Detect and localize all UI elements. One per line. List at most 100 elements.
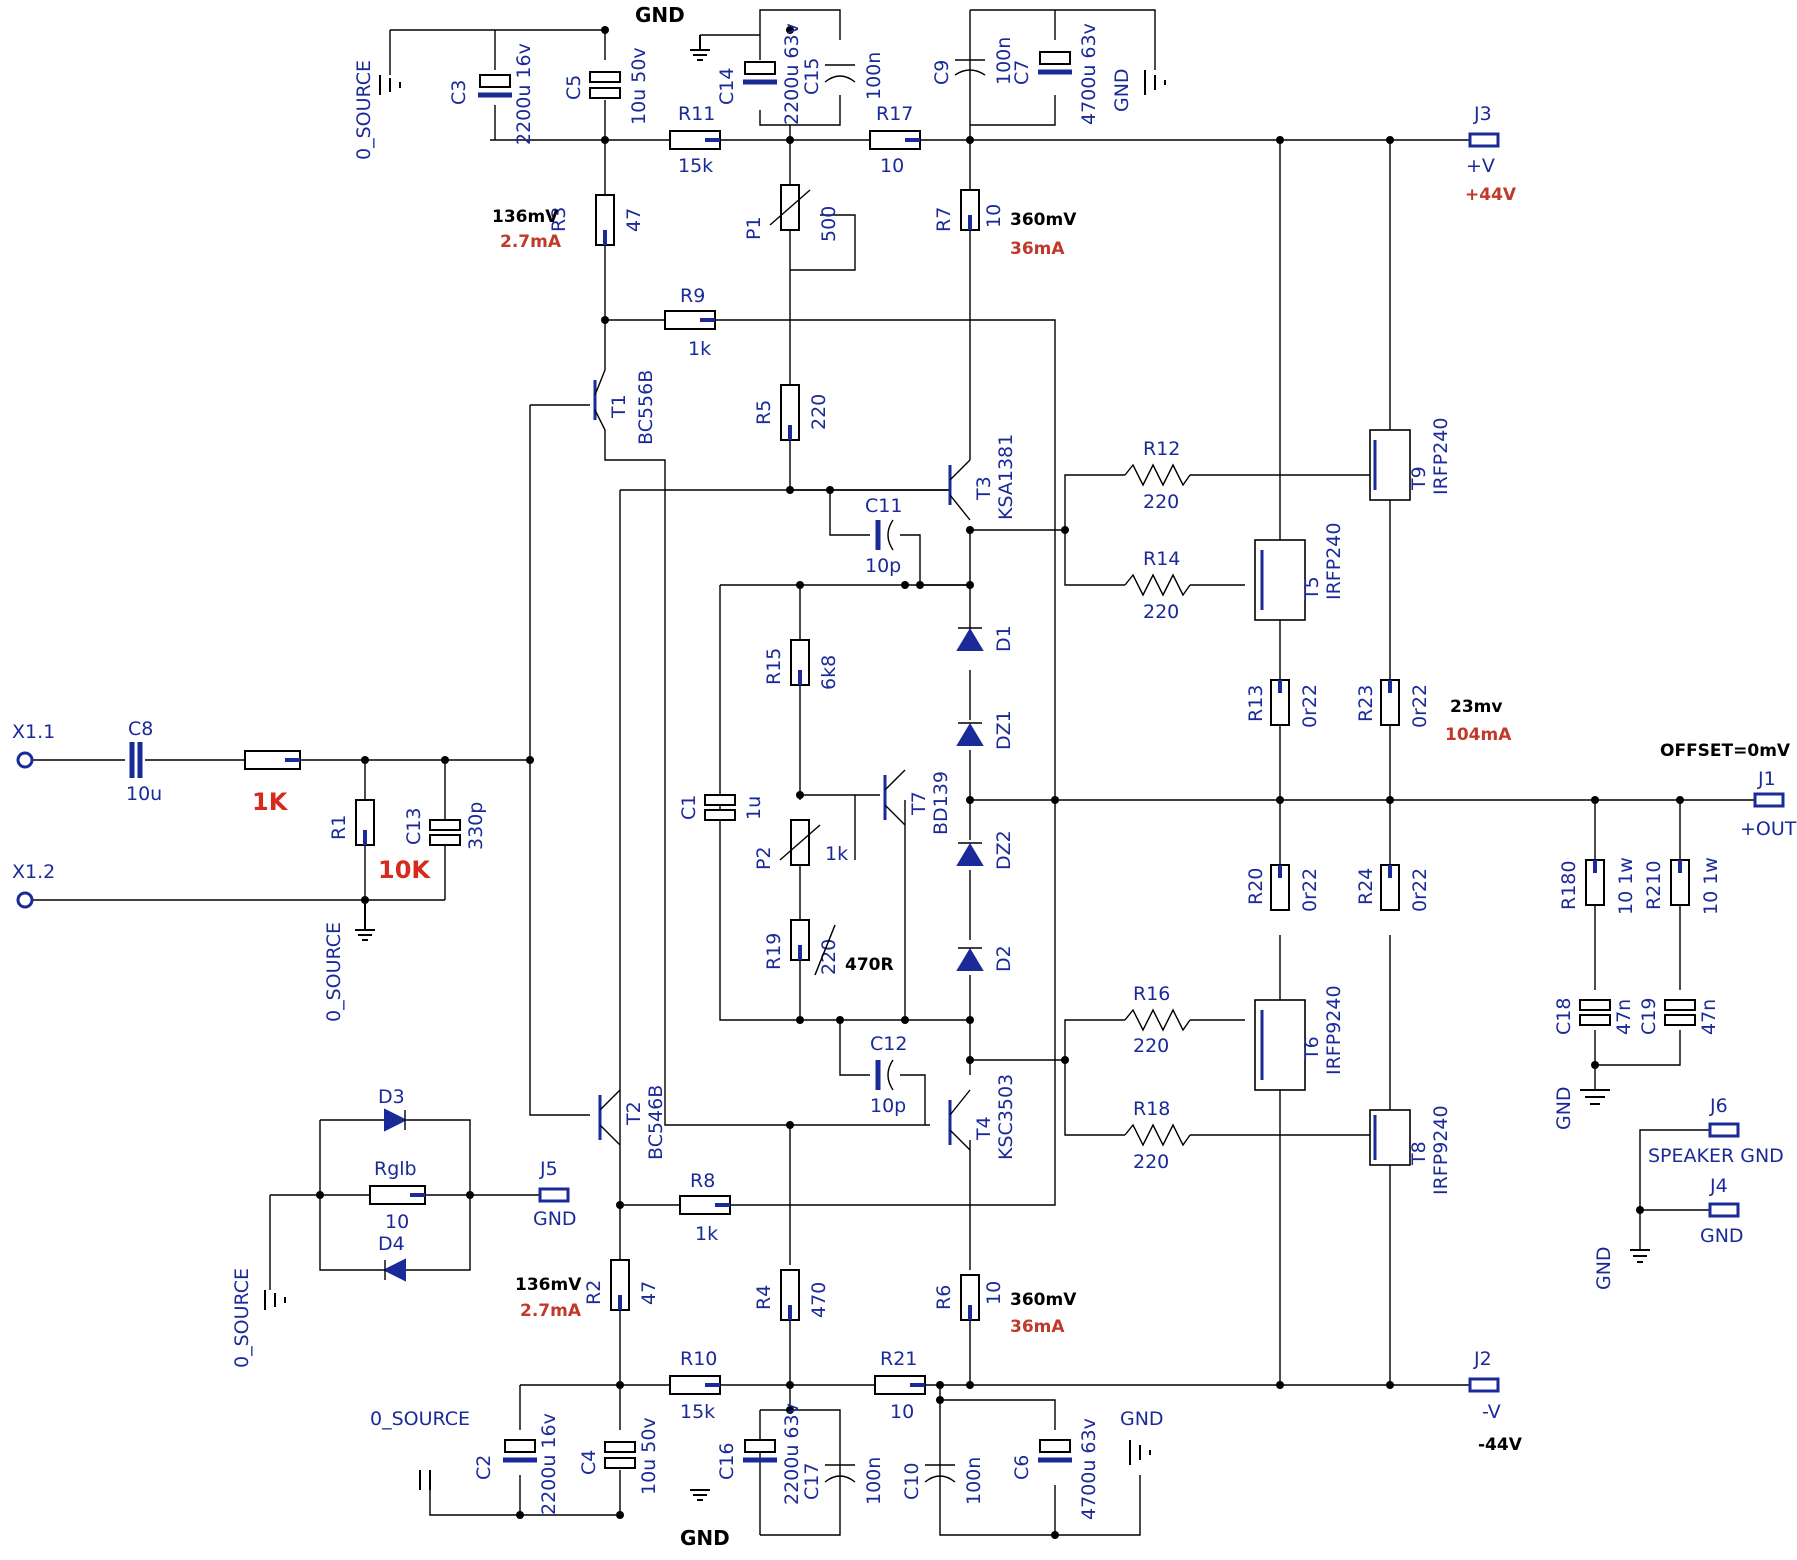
svg-text:R14: R14: [1143, 548, 1180, 570]
resistor-R19: R19 220 470R: [763, 919, 894, 976]
svg-text:1k: 1k: [688, 338, 711, 360]
transistor-T2: T2 BC546B: [598, 1085, 667, 1160]
svg-text:C17: C17: [801, 1463, 823, 1500]
resistor-R20: R20 0r22: [1245, 864, 1321, 912]
resistor-R1: R1 10K: [328, 799, 431, 884]
svg-text:R17: R17: [876, 103, 913, 125]
svg-text:+44V: +44V: [1465, 185, 1517, 205]
svg-text:GND: GND: [533, 1208, 577, 1230]
svg-text:100n: 100n: [993, 37, 1015, 85]
svg-text:10: 10: [880, 155, 904, 177]
capacitor-C19: C19 47n: [1638, 998, 1720, 1035]
svg-text:GND: GND: [1553, 1086, 1575, 1130]
svg-text:2.7mA: 2.7mA: [520, 1301, 582, 1321]
resistor-R16: R16 220: [1124, 983, 1191, 1057]
svg-text:J1: J1: [1757, 768, 1776, 790]
measurement-annotations: 136mV 2.7mA 360mV 36mA 23mv 104mA OFFSET…: [492, 207, 1791, 1337]
transistor-T3: T3 KSA1381: [948, 434, 1017, 521]
svg-text:R23: R23: [1355, 685, 1377, 722]
capacitor-C14: C14 2200u 63v: [716, 23, 803, 125]
net-labels: GND GND GND GND GND GND 0_SOURCE 0_SOURC…: [231, 3, 1615, 1550]
resistor-R17: R17 10: [869, 103, 921, 177]
svg-text:10: 10: [890, 1401, 914, 1423]
svg-text:220: 220: [1143, 601, 1179, 623]
svg-text:T3: T3: [973, 476, 995, 501]
svg-text:D2: D2: [993, 945, 1015, 972]
svg-text:2200u 63v: 2200u 63v: [781, 23, 803, 125]
svg-text:T1: T1: [608, 394, 630, 419]
diode-D4: D4: [378, 1233, 406, 1282]
svg-text:T7: T7: [908, 791, 930, 816]
svg-text:10u: 10u: [126, 783, 162, 805]
svg-text:10K: 10K: [378, 856, 431, 884]
svg-text:2.7mA: 2.7mA: [500, 232, 562, 252]
svg-text:360mV: 360mV: [1010, 210, 1077, 230]
connector-J6: J6 SPEAKER GND: [1648, 1095, 1784, 1167]
svg-text:R10: R10: [680, 1348, 717, 1370]
resistor-R6: R6 10: [933, 1274, 1005, 1321]
svg-text:C13: C13: [403, 808, 425, 845]
resistor-R15: R15 6k8: [763, 639, 840, 690]
svg-text:470: 470: [808, 1282, 830, 1318]
svg-text:4700u 63v: 4700u 63v: [1078, 23, 1100, 125]
svg-text:2200u 63v: 2200u 63v: [781, 1403, 803, 1505]
svg-text:+OUT: +OUT: [1740, 818, 1797, 840]
capacitor-C9: C9 100n: [931, 37, 1015, 85]
svg-text:220: 220: [1143, 491, 1179, 513]
svg-text:D1: D1: [993, 625, 1015, 652]
mosfet-T8: T8 IRFP9240: [1369, 1105, 1452, 1195]
capacitor-C6: C6 4700u 63v: [1011, 1418, 1100, 1520]
svg-text:R2: R2: [583, 1280, 605, 1305]
svg-text:GND: GND: [1593, 1246, 1615, 1290]
svg-text:C14: C14: [716, 68, 738, 105]
svg-text:T5: T5: [1301, 576, 1323, 601]
capacitor-C17: C17 100n: [801, 1457, 885, 1505]
transistor-T4: T4 KSC3503: [948, 1074, 1017, 1160]
potentiometer-P2: P2 1k: [753, 819, 848, 870]
svg-text:220: 220: [808, 394, 830, 430]
resistor-R10: R10 15k: [669, 1348, 721, 1423]
svg-text:0r22: 0r22: [1299, 684, 1321, 728]
svg-text:GND: GND: [1120, 1408, 1164, 1430]
wires: [30, 9, 1765, 1536]
svg-text:C6: C6: [1011, 1455, 1033, 1480]
svg-text:100n: 100n: [863, 52, 885, 100]
svg-text:1u: 1u: [743, 796, 765, 820]
svg-text:C4: C4: [578, 1450, 600, 1475]
svg-text:6k8: 6k8: [818, 655, 840, 690]
svg-text:R5: R5: [753, 400, 775, 425]
transistor-T7: T7 BD139: [883, 769, 952, 835]
svg-text:Rglb: Rglb: [374, 1158, 417, 1180]
svg-text:SPEAKER GND: SPEAKER GND: [1648, 1145, 1784, 1167]
svg-text:BC546B: BC546B: [645, 1085, 667, 1160]
svg-text:T6: T6: [1301, 1036, 1323, 1061]
resistor-R2: R2 47: [583, 1259, 660, 1311]
capacitor-C11: C11 10p: [865, 495, 902, 577]
svg-text:KSA1381: KSA1381: [995, 434, 1017, 520]
svg-text:36mA: 36mA: [1010, 1317, 1065, 1337]
svg-text:R180: R180: [1558, 861, 1580, 910]
svg-text:36mA: 36mA: [1010, 239, 1065, 259]
diode-D3: D3: [378, 1086, 408, 1132]
resistor-R23: R23 0r22: [1355, 679, 1431, 728]
resistor-R18: R18 220: [1124, 1098, 1191, 1173]
svg-text:GND: GND: [1700, 1225, 1744, 1247]
connector-J4: J4 GND: [1700, 1175, 1744, 1247]
svg-text:C9: C9: [931, 60, 953, 85]
svg-text:DZ1: DZ1: [993, 710, 1015, 750]
svg-text:GND: GND: [1111, 68, 1133, 112]
svg-text:360mV: 360mV: [1010, 1290, 1077, 1310]
svg-text:1k: 1k: [825, 843, 848, 865]
svg-text:T8: T8: [1408, 1141, 1430, 1166]
svg-text:C5: C5: [563, 75, 585, 100]
capacitor-C5: C5 10u 50v: [563, 47, 650, 125]
svg-text:R21: R21: [880, 1348, 917, 1370]
svg-text:J2: J2: [1473, 1348, 1492, 1370]
resistor-R180: R180 10 1w: [1558, 857, 1637, 915]
junctions: [316, 26, 1684, 1539]
svg-text:X1.1: X1.1: [12, 721, 55, 743]
svg-text:1k: 1k: [695, 1223, 718, 1245]
svg-text:P1: P1: [743, 216, 765, 240]
svg-text:104mA: 104mA: [1445, 725, 1512, 745]
capacitor-C10: C10 100n: [901, 1457, 985, 1505]
